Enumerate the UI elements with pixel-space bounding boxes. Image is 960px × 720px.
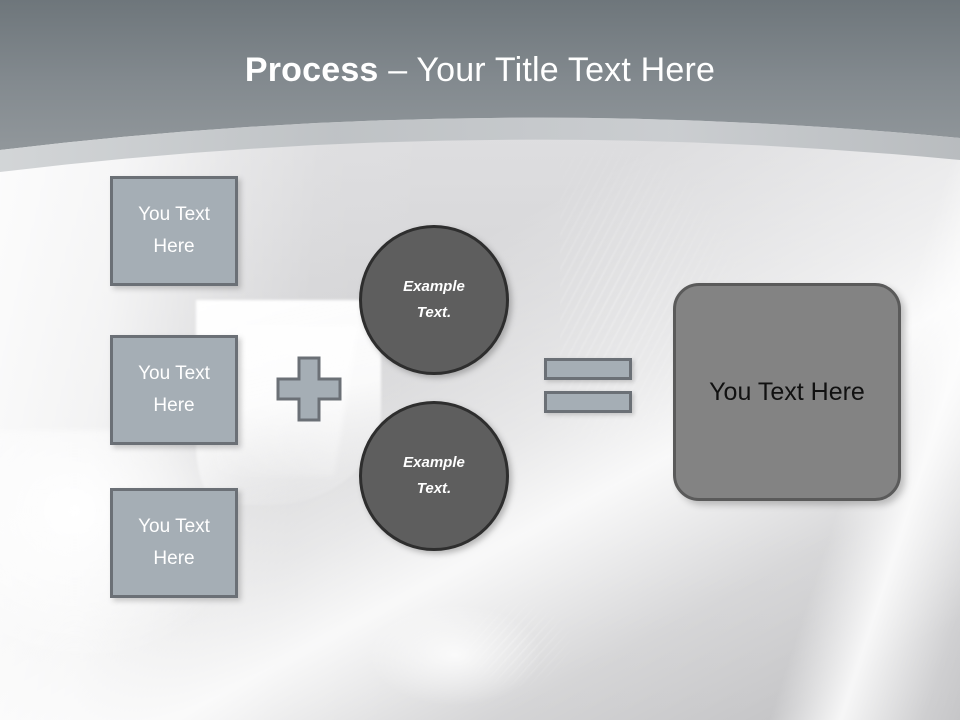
equals-bar-bottom — [544, 391, 632, 413]
page-title: Process – Your Title Text Here — [0, 48, 960, 92]
result-box[interactable]: You Text Here — [673, 283, 901, 501]
plus-icon — [276, 356, 342, 422]
background-fibre-streaks-lower — [430, 600, 570, 710]
result-box-label: You Text Here — [709, 377, 865, 406]
equals-bar-top — [544, 358, 632, 380]
equals-icon — [544, 358, 632, 414]
page-title-strong: Process — [244, 51, 379, 89]
header-band — [0, 0, 960, 200]
page-title-rest: – Your Title Text Here — [378, 51, 716, 89]
